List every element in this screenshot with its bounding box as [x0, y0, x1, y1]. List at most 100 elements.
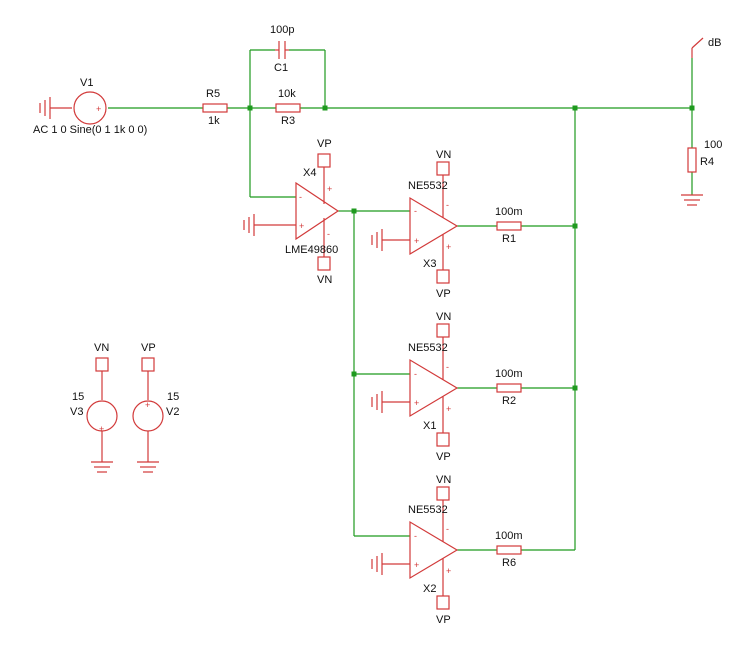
x3-ref: X3 — [423, 258, 436, 270]
r4-ref: R4 — [700, 156, 714, 168]
opamp-x2[interactable]: - + - + VN VP NE5532 X2 — [371, 474, 459, 626]
x3-model: NE5532 — [408, 180, 448, 192]
x1-ref: X1 — [423, 420, 436, 432]
pin-plus: + — [446, 566, 451, 576]
pin-minus: - — [446, 200, 449, 210]
r2-ref: R2 — [502, 395, 516, 407]
supply-terminal-icon — [436, 323, 450, 338]
r6-ref: R6 — [502, 557, 516, 569]
x1-model: NE5532 — [408, 342, 448, 354]
c1-value: 100p — [270, 24, 294, 36]
pin-minus: - — [446, 362, 449, 372]
v3-ref: V3 — [70, 406, 83, 418]
pin-plus: + — [414, 236, 419, 246]
r3-ref: R3 — [281, 115, 295, 127]
supply-terminal-icon — [317, 153, 331, 168]
source-v1[interactable]: + V1 AC 1 0 Sine(0 1 1k 0 0) — [33, 77, 147, 136]
resistor-r4[interactable]: 100 R4 — [681, 139, 722, 206]
resistor-r6[interactable]: 100m R6 — [495, 530, 523, 569]
wires — [108, 49, 693, 551]
r3-value: 10k — [278, 88, 296, 100]
pin-plus: + — [299, 221, 304, 231]
supply-terminal-icon — [436, 161, 450, 176]
pin-plus: + — [414, 398, 419, 408]
x2-ref: X2 — [423, 583, 436, 595]
r1-ref: R1 — [502, 233, 516, 245]
resistor-icon — [687, 147, 697, 173]
v2-net: VP — [141, 342, 156, 354]
junction-node — [572, 385, 578, 391]
pin-plus: + — [414, 560, 419, 570]
x4-bottom-net: VN — [317, 274, 332, 286]
supply-terminal-icon — [141, 357, 155, 372]
probe-label: dB — [708, 37, 721, 49]
c1-ref: C1 — [274, 62, 288, 74]
opamp-triangle-icon — [409, 358, 459, 418]
resistor-r2[interactable]: 100m R2 — [495, 368, 523, 407]
pin-minus: - — [414, 531, 417, 541]
x2-bottom-net: VP — [436, 614, 451, 626]
opamp-triangle-icon — [295, 181, 340, 241]
v1-spec: AC 1 0 Sine(0 1 1k 0 0) — [33, 124, 147, 136]
resistor-icon — [496, 221, 522, 231]
opamp-triangle-icon — [409, 520, 459, 580]
junction-node — [247, 105, 253, 111]
x4-model: LME49860 — [285, 244, 338, 256]
resistor-r5[interactable]: R5 1k — [202, 88, 228, 127]
r2-value: 100m — [495, 368, 523, 380]
junction-nodes — [247, 105, 695, 391]
junction-node — [351, 208, 357, 214]
v3-net: VN — [94, 342, 109, 354]
x4-top-net: VP — [317, 138, 332, 150]
resistor-icon — [496, 545, 522, 555]
opamp-x4[interactable]: - + + - VP VN X4 LME49860 — [243, 138, 340, 286]
capacitor-c1[interactable]: 100p C1 — [270, 24, 294, 74]
supply-terminal-icon — [436, 432, 450, 447]
junction-node — [572, 223, 578, 229]
supply-terminal-icon — [436, 269, 450, 284]
resistor-icon — [275, 103, 301, 113]
x1-top-net: VN — [436, 311, 451, 323]
v2-value: 15 — [167, 391, 179, 403]
resistor-icon — [496, 383, 522, 393]
r1-value: 100m — [495, 206, 523, 218]
pin-minus: - — [327, 229, 330, 239]
supply-terminal-icon — [436, 486, 450, 501]
pin-plus: + — [96, 104, 101, 114]
junction-node — [689, 105, 695, 111]
pin-minus: - — [446, 524, 449, 534]
pin-plus: + — [145, 400, 150, 410]
pin-plus: + — [446, 242, 451, 252]
source-v3[interactable]: VN + 15 V3 — [70, 342, 118, 473]
junction-node — [572, 105, 578, 111]
source-v2[interactable]: VP + 15 V2 — [132, 342, 179, 473]
pin-plus: + — [327, 184, 332, 194]
pin-plus: + — [446, 404, 451, 414]
db-probe[interactable]: dB — [691, 37, 721, 58]
supply-terminal-icon — [436, 595, 450, 610]
v1-ref: V1 — [80, 77, 93, 89]
opamp-x1[interactable]: - + - + VN VP NE5532 X1 — [371, 311, 459, 463]
ac-source-icon — [73, 91, 107, 125]
r6-value: 100m — [495, 530, 523, 542]
r4-value: 100 — [704, 139, 722, 151]
pin-minus: - — [414, 369, 417, 379]
v2-ref: V2 — [166, 406, 179, 418]
opamp-x3[interactable]: - + - + VN VP NE5532 X3 — [371, 149, 459, 300]
r5-ref: R5 — [206, 88, 220, 100]
resistor-icon — [202, 103, 228, 113]
x3-bottom-net: VP — [436, 288, 451, 300]
opamp-triangle-icon — [409, 196, 459, 256]
v3-value: 15 — [72, 391, 84, 403]
supply-terminal-icon — [95, 357, 109, 372]
junction-node — [322, 105, 328, 111]
x2-model: NE5532 — [408, 504, 448, 516]
pin-minus: - — [299, 192, 302, 202]
resistor-r3[interactable]: 10k R3 — [275, 88, 301, 127]
supply-terminal-icon — [317, 256, 331, 271]
x3-top-net: VN — [436, 149, 451, 161]
pin-minus: - — [414, 206, 417, 216]
pin-plus: + — [99, 424, 104, 434]
resistor-r1[interactable]: 100m R1 — [495, 206, 523, 245]
